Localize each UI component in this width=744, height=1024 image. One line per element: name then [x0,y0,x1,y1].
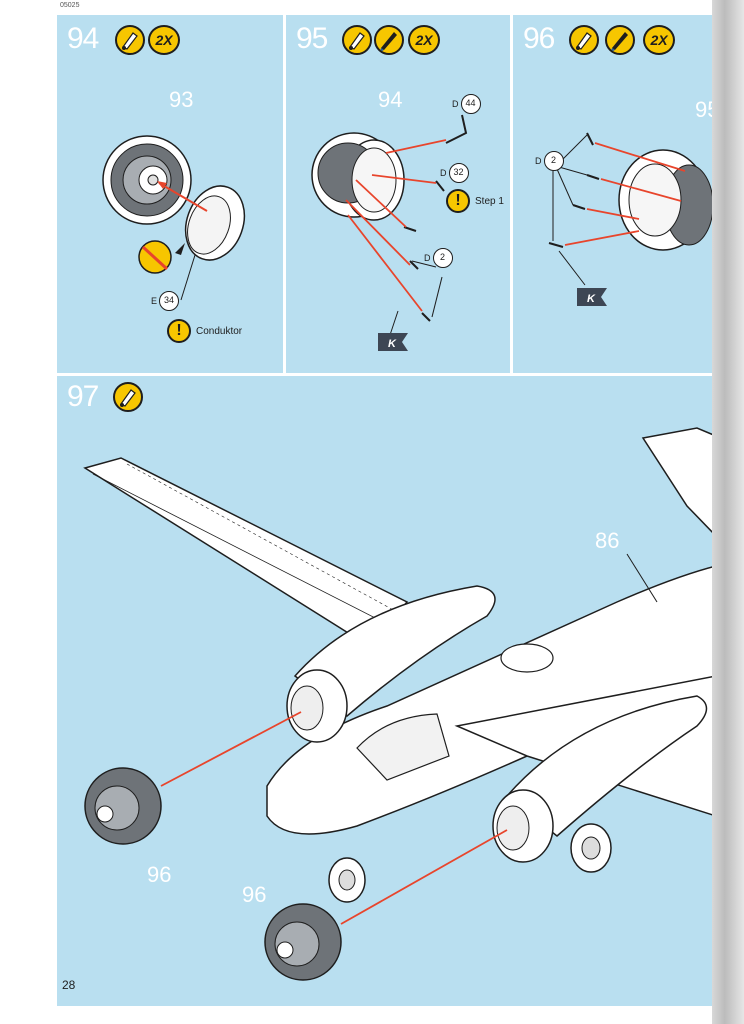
step-97-panel: 97 86 96 96 [57,376,716,1006]
engine-part-93 [102,135,192,225]
part-label-96-left: 96 [147,862,172,887]
part-label-86: 86 [595,528,620,553]
part-label-94: 94 [378,87,403,112]
step-96-number: 96 [523,22,555,55]
sprue-letter: D [424,253,431,263]
paint-brush-icon [605,25,635,55]
step-96-drawing [548,132,714,286]
sprue-letter: D [535,156,542,166]
document-code: 05025 [60,2,80,9]
glue-icon [569,25,599,55]
attention-icon: ! [167,319,191,343]
flag-k-marker: K [577,288,607,306]
part-callout-d2: D 2 [424,248,453,268]
step-95-drawing [311,114,468,336]
aircraft-drawing [83,427,716,981]
step-95-number: 95 [296,22,328,55]
warning-label: Conduktor [196,325,243,337]
part-number: 44 [460,94,481,114]
step-97-number: 97 [67,380,99,413]
engine-part-96-bottom [264,903,342,981]
part-number: 32 [448,163,469,183]
part-number: 2 [543,151,564,171]
part-label-96-bottom: 96 [242,882,267,907]
step-94-panel: 94 2X 93 E 34 ! [57,15,283,373]
warning-note: ! Step 1 [446,189,504,213]
part-callout-e34: E 34 [151,291,180,311]
warning-note: ! Conduktor [167,319,242,343]
no-glue-icon [138,240,185,274]
flag-letter: K [587,293,596,305]
cowling-part [184,185,246,261]
sprue-letter: D [452,99,459,109]
page-number: 28 [62,978,76,992]
flag-letter: K [388,338,397,350]
engine-part-95 [618,149,714,251]
step-94-number: 94 [67,22,99,55]
engine-part-96-left [84,767,162,845]
page-binding-shadow [712,0,744,1024]
part-number: 34 [159,291,180,311]
attention-icon: ! [446,189,470,213]
glue-icon [113,382,143,412]
repeat-2x-badge: 2X [148,25,180,55]
part-callout-d2: D 2 [535,151,564,171]
flag-k-marker: K [378,333,408,351]
part-label-93: 93 [169,87,194,112]
part-callout-d32: D 32 [440,163,469,183]
step-96-panel: 96 2X 95 D 2 K [513,15,719,373]
glue-icon [115,25,145,55]
step-95-panel: 95 2X 94 D 44 D 32 [286,15,510,373]
sprue-letter: E [151,296,158,306]
paint-brush-icon [374,25,404,55]
step-94-drawing [102,135,246,301]
engine-part-94 [311,132,405,221]
repeat-2x-badge: 2X [408,25,440,55]
sprue-letter: D [440,168,447,178]
part-number: 2 [432,248,453,268]
warning-label: Step 1 [475,195,504,207]
glue-icon [342,25,372,55]
part-callout-d44: D 44 [452,94,481,114]
repeat-2x-badge: 2X [643,25,675,55]
